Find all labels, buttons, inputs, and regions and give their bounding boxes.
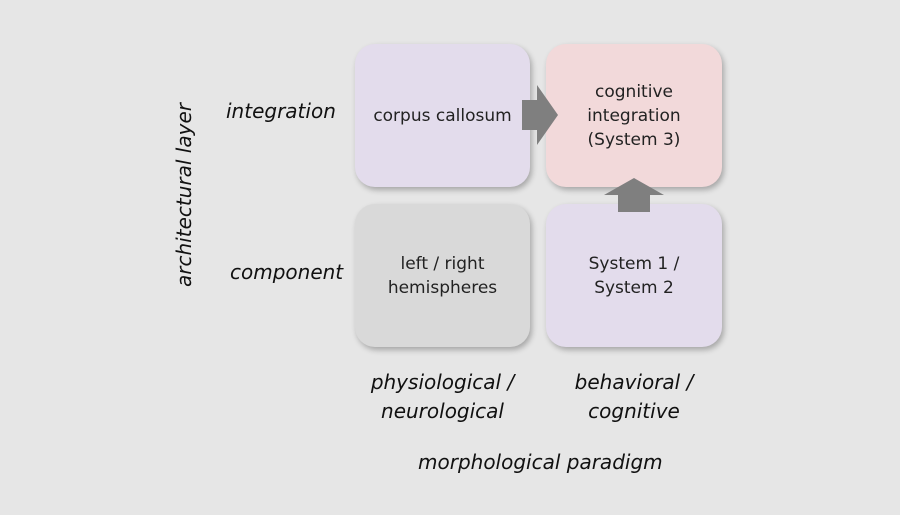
box-hemispheres: left / right hemispheres bbox=[355, 204, 530, 347]
right-arrow bbox=[522, 85, 558, 145]
up-arrow bbox=[604, 178, 664, 212]
box-corpus-callosum: corpus callosum bbox=[355, 44, 530, 187]
x-axis-label: morphological paradigm bbox=[418, 450, 663, 474]
box-systems: System 1 / System 2 bbox=[546, 204, 722, 347]
row-label-integration: integration bbox=[226, 99, 336, 123]
box-cognitive-integration: cognitive integration (System 3) bbox=[546, 44, 722, 187]
column-label-physiological: physiological / neurological bbox=[370, 370, 515, 423]
row-label-component: component bbox=[230, 260, 344, 284]
column-label-behavioral: behavioral / cognitive bbox=[574, 370, 694, 423]
